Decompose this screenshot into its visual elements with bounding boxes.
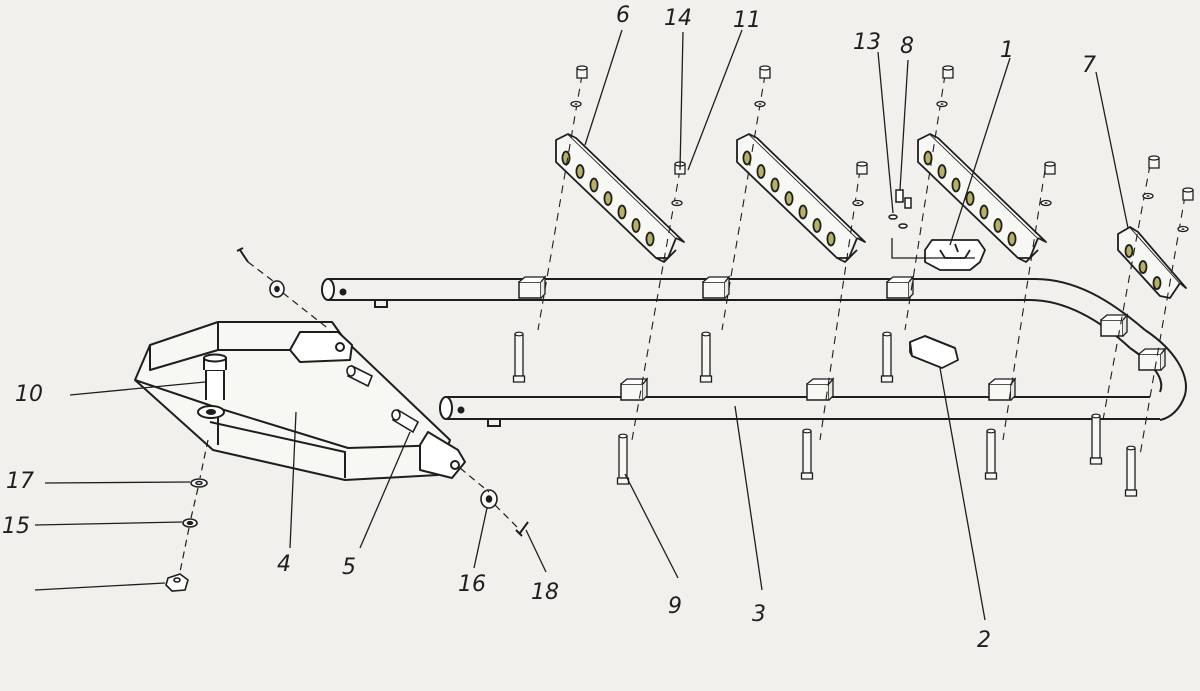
assembly-line <box>1002 169 1046 441</box>
washer <box>570 100 582 108</box>
tube-clip <box>1100 314 1128 337</box>
assembly-line <box>904 74 946 331</box>
block <box>909 335 959 369</box>
nut <box>759 65 771 79</box>
top-bracket <box>924 239 986 271</box>
plate-dash-lines <box>179 261 519 573</box>
tube-clip <box>702 276 730 299</box>
nut <box>1044 161 1056 175</box>
frame-tube <box>321 278 1187 427</box>
label-part-2: 2 <box>977 628 991 653</box>
bolt <box>984 428 998 480</box>
label-part-15: 15 <box>2 514 30 539</box>
tube-clip <box>886 276 914 299</box>
tube-clip <box>1138 348 1166 371</box>
label-part-16: 16 <box>458 572 486 597</box>
bolt <box>512 331 526 383</box>
label-part-7: 7 <box>1082 53 1096 78</box>
channel-strip <box>917 133 1047 263</box>
fasteners <box>512 65 1194 497</box>
washer <box>1040 199 1052 207</box>
pin <box>346 364 420 434</box>
bolt <box>1089 413 1103 465</box>
label-part-1: 1 <box>1000 38 1014 63</box>
assembly-line <box>721 74 766 331</box>
tube-clip <box>518 276 546 299</box>
nut <box>856 161 868 175</box>
assembly-line <box>537 74 583 331</box>
label-part-17: 17 <box>6 469 34 494</box>
label-part-10: 10 <box>15 382 43 407</box>
bolt-stack <box>165 478 208 592</box>
assembly-line <box>1139 195 1186 456</box>
leader-lines <box>34 29 1129 621</box>
bolt <box>800 428 814 480</box>
short-channel <box>1117 226 1187 299</box>
label-part-18: 18 <box>531 580 559 605</box>
washer <box>671 199 683 207</box>
label-part-8: 8 <box>900 34 914 59</box>
assembly-line <box>819 169 861 441</box>
washer <box>1177 225 1189 233</box>
small-bolts <box>888 189 912 229</box>
pin-washer <box>269 280 498 509</box>
nut <box>576 65 588 79</box>
channel-strip <box>555 133 685 263</box>
cotter-pin <box>236 247 529 537</box>
tube-clip <box>988 378 1016 401</box>
label-part-4: 4 <box>277 552 291 577</box>
label-part-11: 11 <box>733 8 761 33</box>
washer <box>852 199 864 207</box>
label-part-13: 13 <box>853 30 881 55</box>
washer <box>936 100 948 108</box>
nut <box>942 65 954 79</box>
label-part-14: 14 <box>664 6 692 31</box>
bracket-plate <box>134 321 466 481</box>
bolt <box>699 331 713 383</box>
nut <box>1148 155 1160 169</box>
channel-strip <box>736 133 866 263</box>
bolt <box>880 331 894 383</box>
assembly-line <box>631 169 681 441</box>
washer <box>1142 192 1154 200</box>
tube-clips <box>518 276 1166 401</box>
tube-clip <box>620 378 648 401</box>
label-part-9: 9 <box>668 594 682 619</box>
nut <box>1182 187 1194 201</box>
bolt <box>1124 445 1138 497</box>
washer <box>754 100 766 108</box>
assembly-line <box>1102 164 1151 421</box>
label-part-5: 5 <box>342 555 356 580</box>
assembly-lines <box>537 74 1186 456</box>
label-part-3: 3 <box>752 602 766 627</box>
label-part-6: 6 <box>616 3 630 28</box>
channel-strips <box>555 133 1047 263</box>
